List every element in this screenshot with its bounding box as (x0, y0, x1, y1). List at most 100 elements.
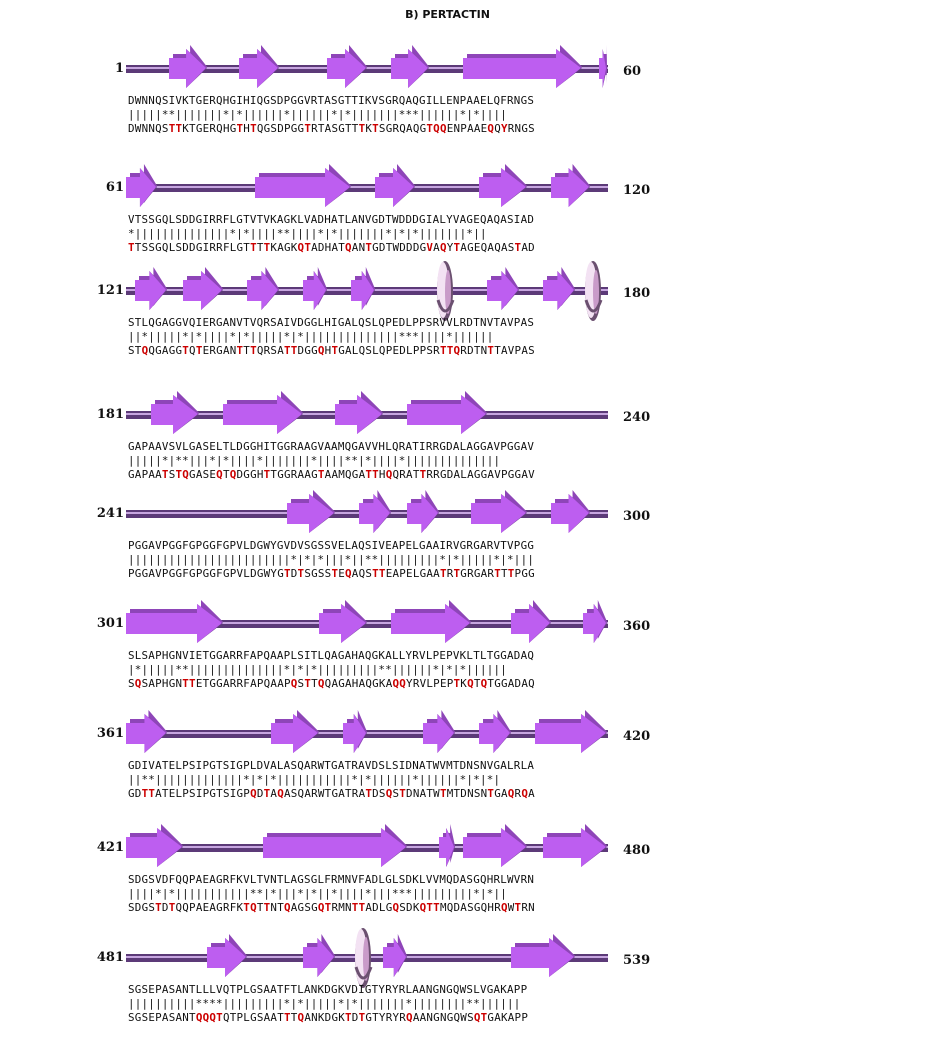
residue: L (168, 241, 176, 254)
residue: A (419, 787, 427, 800)
residue: G (473, 468, 481, 481)
residue: L (460, 468, 468, 481)
residue: V (155, 567, 162, 580)
residue: D (378, 241, 386, 254)
mutation-residue: Q (134, 677, 142, 690)
mutant-sequence: SGSEPASANTQQQTQTPLGSAATTTQANKDGKTDTGTYRY… (128, 1012, 608, 1024)
mutation-residue: T (439, 344, 447, 357)
residue: S (378, 787, 386, 800)
residue: G (372, 677, 379, 690)
residue: T (372, 1011, 379, 1024)
residue: R (514, 787, 522, 800)
residue: P (182, 787, 190, 800)
residue: G (385, 122, 393, 135)
mutation-residue: Q (521, 787, 529, 800)
mutation-residue: T (365, 468, 373, 481)
beta-strand-arrow (583, 600, 607, 643)
residue: R (412, 677, 420, 690)
residue: A (358, 787, 366, 800)
residue: Q (358, 567, 366, 580)
mutation-residue: T (372, 567, 379, 580)
residue: P (161, 567, 169, 580)
beta-strand-arrow (247, 267, 279, 310)
beta-strand-arrow (535, 710, 607, 753)
mutation-residue: Q (182, 468, 190, 481)
mutation-residue: T (372, 468, 379, 481)
beta-strand-arrow (359, 490, 391, 533)
residue: D (412, 241, 420, 254)
mutation-residue: T (426, 122, 434, 135)
mutation-residue: T (365, 787, 373, 800)
residue: K (182, 122, 190, 135)
residue: T (134, 241, 142, 254)
conservation-markers: |||||*|**|||*|*||||*|||||||*||||**|*||||… (128, 454, 501, 467)
mutation-residue: Q (487, 122, 495, 135)
residue: T (202, 677, 210, 690)
residue: N (528, 901, 535, 914)
mutation-residue: Q (209, 1011, 217, 1024)
residue: Q (358, 344, 366, 357)
residue: S (528, 344, 535, 357)
residue: T (290, 1011, 298, 1024)
residue: P (283, 122, 291, 135)
mutation-residue: Q (433, 122, 440, 135)
mutant-sequence: PGGAVPGGFGPGGFGPVLDGWYGTDTSGSSTEQAQSTTEA… (128, 568, 608, 580)
residue: P (141, 468, 149, 481)
residue: S (392, 787, 400, 800)
residue: D (399, 241, 407, 254)
residue: T (453, 787, 461, 800)
residue: P (202, 787, 210, 800)
beta-strand-arrow (599, 45, 607, 88)
mutation-residue: T (250, 241, 257, 254)
residue: T (487, 677, 495, 690)
residue: R (311, 122, 318, 135)
mutation-residue: Q (385, 468, 393, 481)
residue: D (128, 122, 135, 135)
residue: G (250, 468, 257, 481)
mutation-residue: T (419, 468, 427, 481)
residue: G (283, 241, 291, 254)
residue: K (365, 122, 373, 135)
residue: P (419, 344, 427, 357)
beta-strand-arrow (407, 490, 439, 533)
residue: A (148, 468, 156, 481)
residue: Q (453, 1011, 461, 1024)
residue: K (338, 1011, 345, 1024)
mutation-residue: T (250, 344, 257, 357)
residue: A (473, 122, 481, 135)
residue: E (480, 122, 488, 135)
residue: Q (182, 901, 190, 914)
residue: D (406, 241, 413, 254)
residue: A (161, 1011, 169, 1024)
residue: Q (297, 787, 305, 800)
helix-coil (436, 261, 455, 321)
residue: A (148, 677, 156, 690)
residue: G (175, 567, 183, 580)
residue: A (385, 677, 393, 690)
residue: A (406, 468, 413, 481)
mutant-sequence: SDGSTDTQQPAEAGRFKTQTTNTQAGSGQTRMNTTADLGQ… (128, 902, 608, 914)
residue: M (338, 901, 345, 914)
residue: R (351, 787, 359, 800)
residue: G (229, 122, 237, 135)
residue: D (528, 241, 535, 254)
residue: N (514, 122, 522, 135)
residue: G (372, 241, 379, 254)
residue: Q (175, 901, 183, 914)
residue: Q (161, 241, 169, 254)
residue: D (277, 122, 284, 135)
mutation-residue: Q (283, 901, 291, 914)
mutation-residue: T (453, 677, 461, 690)
residue: G (202, 567, 210, 580)
residue: L (426, 677, 434, 690)
residue: A (270, 787, 278, 800)
residue: G (487, 1011, 495, 1024)
residue: S (507, 241, 515, 254)
wild-type-sequence: SGSEPASANTLLLVQTPLGSAATFTLANKDGKVDIGTYRY… (128, 983, 528, 996)
end-position-label: 120 (623, 183, 651, 198)
residue: Q (345, 468, 352, 481)
residue: A (134, 468, 142, 481)
beta-strand-arrow (439, 824, 455, 867)
residue: Q (222, 1011, 230, 1024)
residue: S (378, 122, 386, 135)
